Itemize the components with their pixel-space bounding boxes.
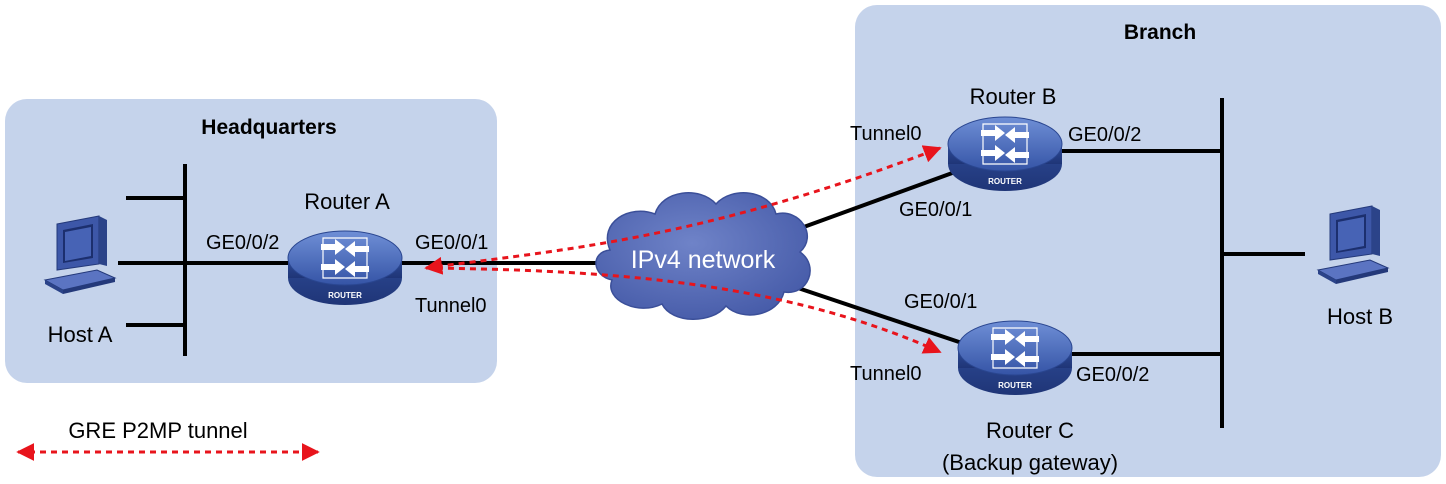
router-a-tunnel-label: Tunnel0 xyxy=(415,295,487,317)
router-a-badge: ROUTER xyxy=(328,291,362,300)
router-b-ge001-label: GE0/0/1 xyxy=(899,199,972,221)
branch-lan xyxy=(1062,98,1305,428)
router-b-icon: ROUTER xyxy=(947,116,1063,192)
link-cloud-router-c xyxy=(794,285,966,346)
router-a-ge001-label: GE0/0/1 xyxy=(415,232,488,254)
router-a-label: Router A xyxy=(304,189,390,214)
router-b-ge002-label: GE0/0/2 xyxy=(1068,124,1141,146)
router-a-ge002-label: GE0/0/2 xyxy=(206,232,279,254)
router-c-tunnel-label: Tunnel0 xyxy=(850,363,922,385)
legend: GRE P2MP tunnel xyxy=(16,418,320,461)
branch-title: Branch xyxy=(1124,21,1196,44)
host-a-label: Host A xyxy=(48,322,113,347)
router-c-badge: ROUTER xyxy=(998,381,1032,390)
cloud-label: IPv4 network xyxy=(631,246,776,274)
router-c-ge002-label: GE0/0/2 xyxy=(1076,364,1149,386)
gre-tunnels xyxy=(424,145,942,354)
router-c-label: Router C xyxy=(986,418,1074,443)
headquarters-zone xyxy=(5,99,497,383)
tunnel-a-to-b xyxy=(424,145,942,275)
headquarters-lan xyxy=(118,164,290,356)
router-b-tunnel-label: Tunnel0 xyxy=(850,123,922,145)
legend-tunnel-label: GRE P2MP tunnel xyxy=(68,418,247,443)
router-c-ge001-label: GE0/0/1 xyxy=(904,291,977,313)
headquarters-title: Headquarters xyxy=(201,116,336,139)
host-b-label: Host B xyxy=(1327,304,1393,329)
router-a-icon: ROUTER xyxy=(287,230,403,306)
router-b-badge: ROUTER xyxy=(988,177,1022,186)
router-c-note: (Backup gateway) xyxy=(942,450,1118,475)
tunnel-a-to-c xyxy=(425,266,942,354)
router-b-label: Router B xyxy=(970,84,1057,109)
router-c-icon: ROUTER xyxy=(957,320,1073,396)
